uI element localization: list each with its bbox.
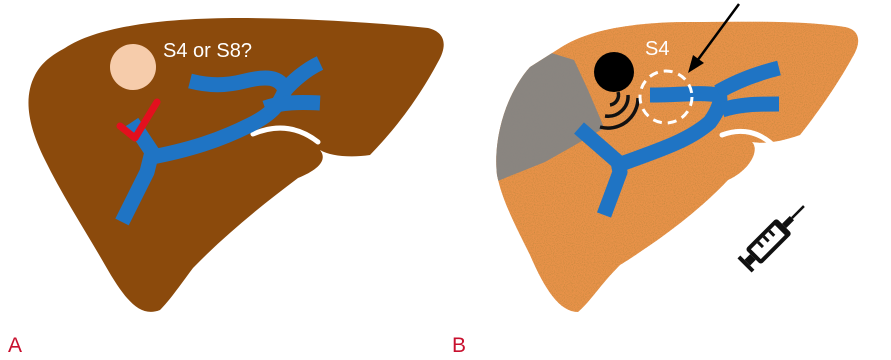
liver-icon xyxy=(28,18,443,312)
panel-a-letter: A xyxy=(8,334,22,358)
syringe-icon xyxy=(737,198,812,273)
tumor-icon xyxy=(110,44,156,90)
panel-b-letter: B xyxy=(452,334,466,358)
panel-b: S4 xyxy=(470,4,858,312)
segment-question-label: S4 or S8? xyxy=(163,40,252,62)
segment-label: S4 xyxy=(645,38,669,60)
panel-a: S4 or S8? xyxy=(28,18,443,312)
